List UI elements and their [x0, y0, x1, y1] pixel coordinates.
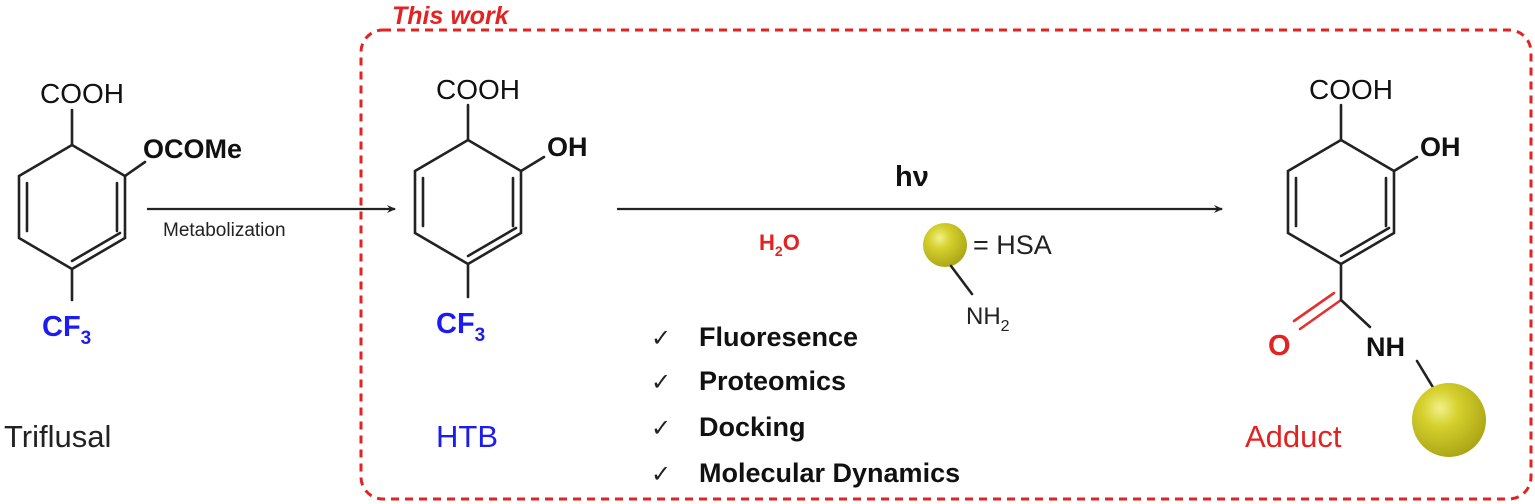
adduct-nh-label: NH	[1366, 332, 1405, 362]
adduct-hsa-sphere-icon	[1412, 383, 1486, 457]
htb-name: HTB	[436, 419, 498, 454]
check-icon: ✓	[651, 369, 671, 396]
triflusal-cf3-label: CF3	[42, 311, 91, 349]
adduct-cooh-label: COOH	[1309, 74, 1393, 105]
metabolization-label: Metabolization	[163, 220, 286, 241]
hsa-amine-bond	[949, 264, 974, 296]
adduct-oh-label: OH	[1420, 132, 1461, 162]
hsa-equals-label: = HSA	[973, 230, 1052, 260]
hsa-sphere-icon	[923, 223, 967, 267]
this-work-frame	[359, 28, 1533, 501]
checklist-item: Proteomics	[699, 366, 846, 396]
method-checklist: ✓ Fluoresence ✓ Proteomics ✓ Docking ✓ M…	[651, 322, 960, 488]
triflusal-structure	[17, 108, 147, 302]
hv-label: hν	[895, 161, 929, 193]
check-icon: ✓	[651, 461, 671, 488]
hsa-amine-label: NH2	[966, 303, 1010, 335]
checklist-item: Molecular Dynamics	[699, 458, 960, 488]
triflusal-cooh-label: COOH	[40, 78, 124, 109]
htb-oh-label: OH	[547, 132, 588, 162]
triflusal-name: Triflusal	[4, 419, 111, 454]
adduct-structure	[1286, 103, 1436, 391]
htb-cooh-label: COOH	[436, 74, 520, 105]
htb-cf3-label: CF3	[436, 308, 485, 346]
check-icon: ✓	[651, 415, 671, 442]
water-label: H2O	[759, 230, 800, 259]
adduct-carbonyl-o-label: O	[1268, 330, 1291, 362]
triflusal-ester-label: OCOMe	[143, 134, 242, 164]
checklist-item: Docking	[699, 412, 806, 442]
this-work-heading: This work	[392, 2, 510, 30]
adduct-name: Adduct	[1245, 419, 1342, 454]
htb-structure	[413, 103, 546, 299]
checklist-item: Fluoresence	[699, 322, 858, 352]
check-icon: ✓	[651, 325, 671, 352]
